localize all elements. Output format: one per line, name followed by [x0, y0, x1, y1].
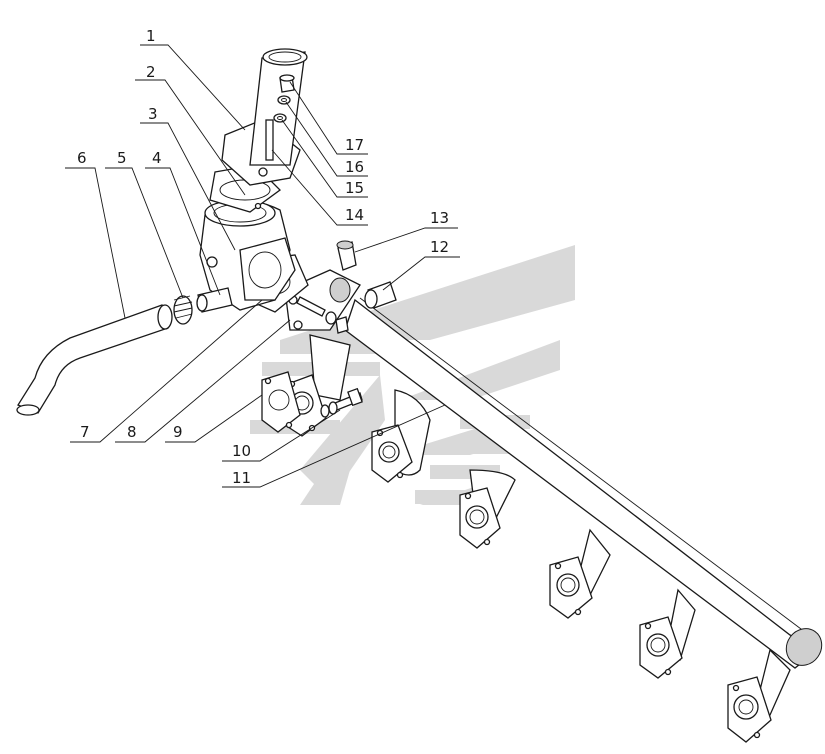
- leader-lines: [65, 44, 460, 488]
- branch-flange-5: [727, 648, 791, 743]
- clamp-5: [173, 295, 193, 325]
- callout-10: 10: [232, 442, 251, 460]
- branch-flange-1: [371, 389, 431, 483]
- housing-3: [199, 199, 296, 311]
- callout-1: 1: [146, 27, 156, 45]
- callout-2: 2: [146, 63, 156, 81]
- callout-3: 3: [148, 105, 158, 123]
- callout-numbers: 1 2 3 4 5 6 7 8 9 10 11 12 13 14 15 16 1…: [77, 27, 449, 487]
- manifold-tube: [344, 297, 823, 669]
- callout-16: 16: [345, 158, 364, 176]
- branch-flange-3: [549, 528, 611, 619]
- stud-14: [265, 119, 274, 161]
- cover-1: [221, 48, 308, 186]
- fitting-4: [196, 287, 233, 313]
- callout-9: 9: [173, 423, 183, 441]
- branch-flange-4: [639, 588, 696, 679]
- callout-8: 8: [127, 423, 137, 441]
- callout-4: 4: [152, 149, 162, 167]
- callout-13: 13: [430, 209, 449, 227]
- callout-12: 12: [430, 238, 449, 256]
- callout-14: 14: [345, 206, 364, 224]
- callout-6: 6: [77, 149, 87, 167]
- hose-6: [16, 304, 173, 416]
- branch-flange-2: [459, 469, 516, 549]
- callout-17: 17: [345, 136, 364, 154]
- plug-13: [336, 240, 357, 271]
- callout-15: 15: [345, 179, 364, 197]
- callout-5: 5: [117, 149, 127, 167]
- gasket-9: [261, 371, 301, 433]
- washer-16: [277, 95, 291, 105]
- callout-7: 7: [80, 423, 90, 441]
- nut-17: [279, 74, 295, 93]
- callout-11: 11: [232, 469, 251, 487]
- washer-15: [273, 113, 287, 123]
- nut-12: [364, 281, 397, 309]
